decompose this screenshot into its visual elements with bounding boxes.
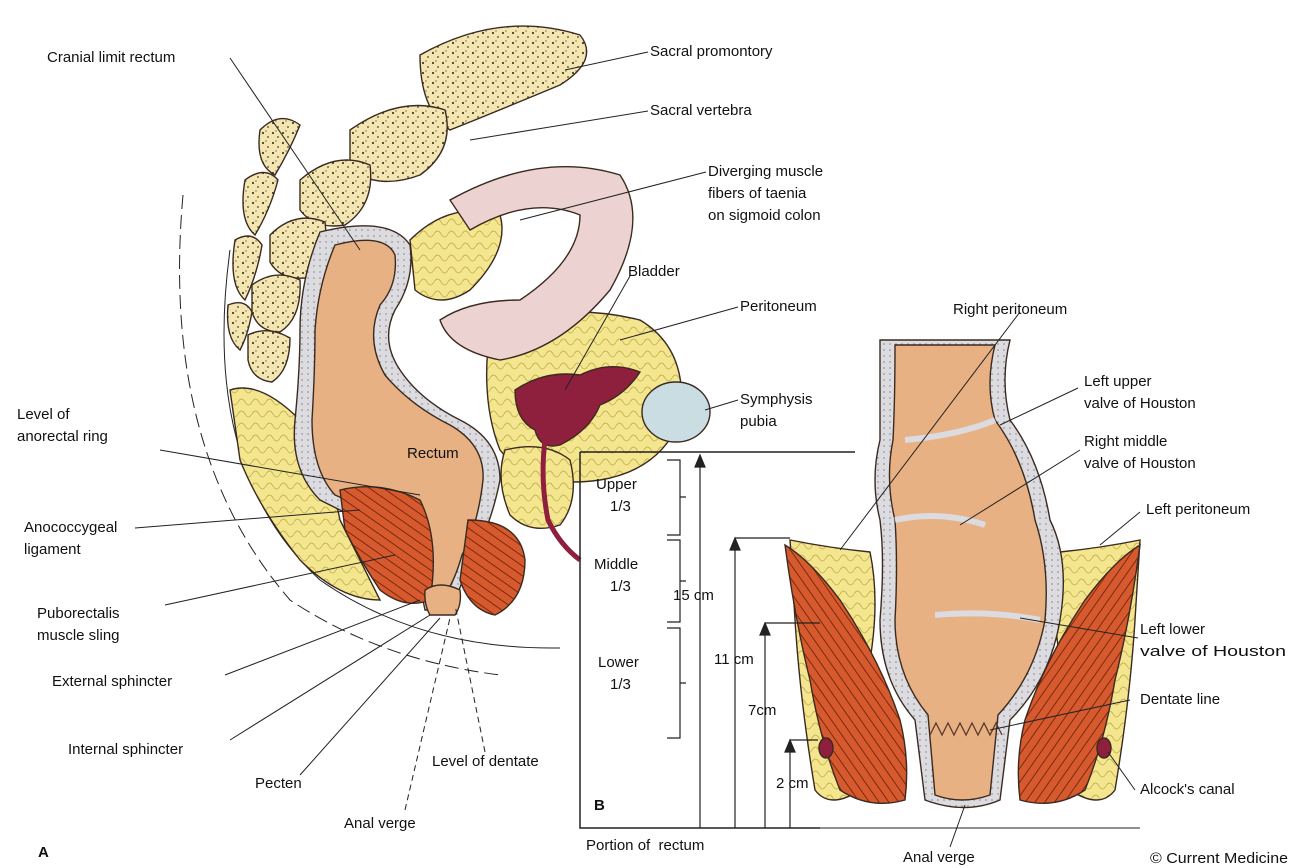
bracket-lower (667, 628, 686, 738)
label-portion-middle-2: 1/3 (610, 578, 631, 595)
prostate-fat (501, 447, 573, 529)
label-anal-verge-a: Anal verge (344, 815, 416, 832)
panel-a-letter: A (38, 844, 49, 861)
label-alcocks-canal: Alcock's canal (1140, 781, 1235, 798)
label-anal-verge-b: Anal verge (903, 849, 975, 866)
label-7cm: 7cm (748, 702, 776, 719)
label-11cm: 11 cm (714, 651, 754, 668)
label-diverging-1: Diverging muscle (708, 163, 823, 180)
bracket-middle (667, 540, 686, 622)
label-external-sphincter: External sphincter (52, 673, 172, 690)
label-left-lower-1: Left lower (1140, 621, 1205, 638)
label-peritoneum: Peritoneum (740, 298, 817, 315)
mesorectal-fat (410, 211, 502, 300)
external-sphincter-muscle (460, 520, 525, 615)
label-pecten: Pecten (255, 775, 302, 792)
label-portion-upper-1: Upper (596, 476, 637, 493)
label-dentate-line: Dentate line (1140, 691, 1220, 708)
label-bladder: Bladder (628, 263, 680, 280)
bracket-upper (667, 460, 686, 535)
label-symphysis-1: Symphysis (740, 391, 813, 408)
label-portion-lower-2: 1/3 (610, 676, 631, 693)
label-level-ring-1: Level of (17, 406, 70, 423)
anal-canal (425, 585, 461, 615)
label-portion-lower-1: Lower (598, 654, 639, 671)
label-left-lower-2: valve of Houston (1140, 643, 1286, 660)
label-portion-middle-1: Middle (594, 556, 638, 573)
label-level-dentate: Level of dentate (432, 753, 539, 770)
label-left-upper-1: Left upper (1084, 373, 1152, 390)
panel-b-letter: B (594, 797, 605, 814)
label-rectum: Rectum (407, 445, 459, 462)
label-symphysis-2: pubia (740, 413, 777, 430)
label-sacral-promontory: Sacral promontory (650, 43, 773, 60)
credit-line: © Current Medicine (1150, 850, 1288, 867)
symphysis-pubis (642, 382, 710, 442)
label-internal-sphincter: Internal sphincter (68, 741, 183, 758)
label-level-ring-2: anorectal ring (17, 428, 108, 445)
label-cranial-limit-rectum: Cranial limit rectum (47, 49, 175, 66)
label-sacral-vertebra: Sacral vertebra (650, 102, 752, 119)
label-portion-upper-2: 1/3 (610, 498, 631, 515)
label-left-upper-2: valve of Houston (1084, 395, 1196, 412)
label-15cm: 15 cm (673, 587, 714, 604)
alcocks-canal-right (1097, 738, 1111, 758)
label-puborectalis-2: muscle sling (37, 627, 120, 644)
label-right-middle-2: valve of Houston (1084, 455, 1196, 472)
label-diverging-2: fibers of taenia (708, 185, 807, 202)
label-puborectalis-1: Puborectalis (37, 605, 120, 622)
label-portion-of-rectum: Portion of rectum (586, 837, 704, 854)
label-right-peritoneum: Right peritoneum (953, 301, 1067, 318)
label-right-middle-1: Right middle (1084, 433, 1167, 450)
label-left-peritoneum: Left peritoneum (1146, 501, 1250, 518)
label-2cm: 2 cm (776, 775, 809, 792)
label-anococcygeal-2: ligament (24, 541, 82, 558)
label-diverging-3: on sigmoid colon (708, 207, 821, 224)
label-anococcygeal-1: Anococcygeal (24, 519, 117, 536)
alcocks-canal-left (819, 738, 833, 758)
